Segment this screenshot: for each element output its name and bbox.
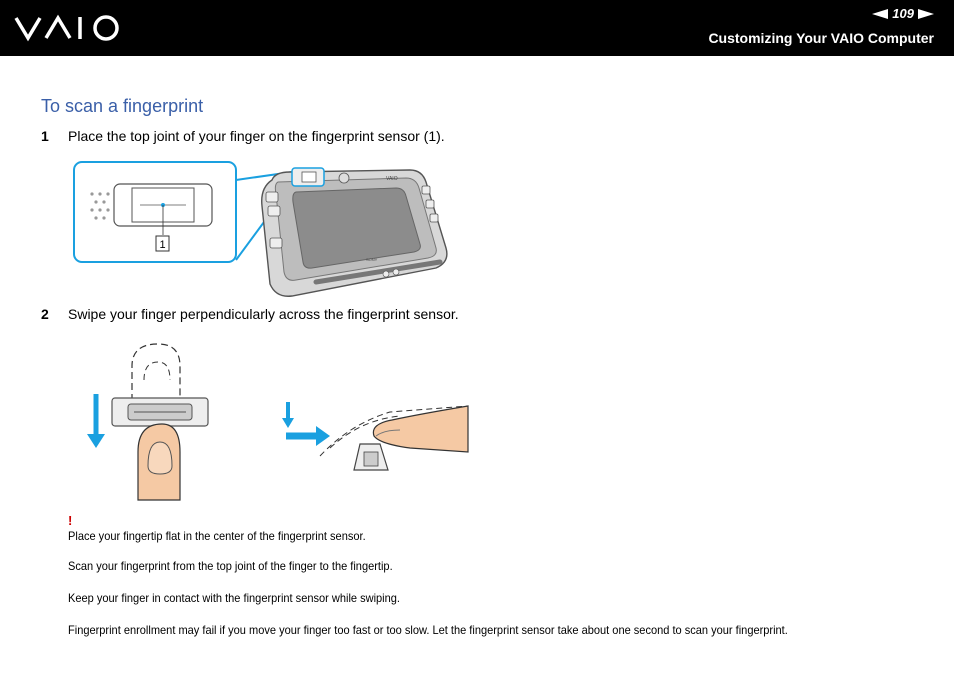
- side-swipe-arrows: [282, 402, 330, 446]
- finger-swipe-figure: [87, 343, 469, 501]
- device-screen: [292, 187, 421, 269]
- page-header: 109 Customizing Your VAIO Computer: [0, 0, 954, 56]
- page-heading: To scan a fingerprint: [41, 96, 204, 116]
- note-1: Place your fingertip flat in the center …: [68, 529, 366, 543]
- note-3: Keep your finger in contact with the fin…: [68, 591, 400, 605]
- step-text: Swipe your finger perpendicularly across…: [68, 306, 459, 322]
- step-number: 1: [41, 128, 49, 144]
- finger-start-outline: [131, 343, 181, 412]
- warning-marker: !: [68, 513, 73, 528]
- page-number: 109: [892, 6, 914, 21]
- vaio-logo: [14, 14, 119, 42]
- finger-motion-outline: [319, 405, 469, 457]
- step-number: 2: [41, 306, 49, 322]
- previous-page-icon[interactable]: [872, 8, 889, 19]
- fingerprint-sensor-figure: 1 VAIO SONY: [73, 161, 448, 297]
- swipe-down-arrow: [87, 394, 105, 448]
- note-2: Scan your fingerprint from the top joint…: [68, 559, 393, 573]
- device-brand-label: VAIO: [386, 176, 398, 182]
- callout-label: 1: [159, 239, 165, 251]
- next-page-icon[interactable]: [918, 8, 934, 19]
- finger-side: [372, 405, 469, 453]
- page-navigation: 109: [872, 6, 934, 21]
- device-maker-label: SONY: [366, 257, 378, 262]
- step-text: Place the top joint of your finger on th…: [68, 128, 445, 144]
- section-title: Customizing Your VAIO Computer: [708, 30, 934, 46]
- note-4: Fingerprint enrollment may fail if you m…: [68, 623, 788, 637]
- step-1: 1 Place the top joint of your finger on …: [41, 128, 445, 144]
- step-2: 2 Swipe your finger perpendicularly acro…: [41, 306, 459, 322]
